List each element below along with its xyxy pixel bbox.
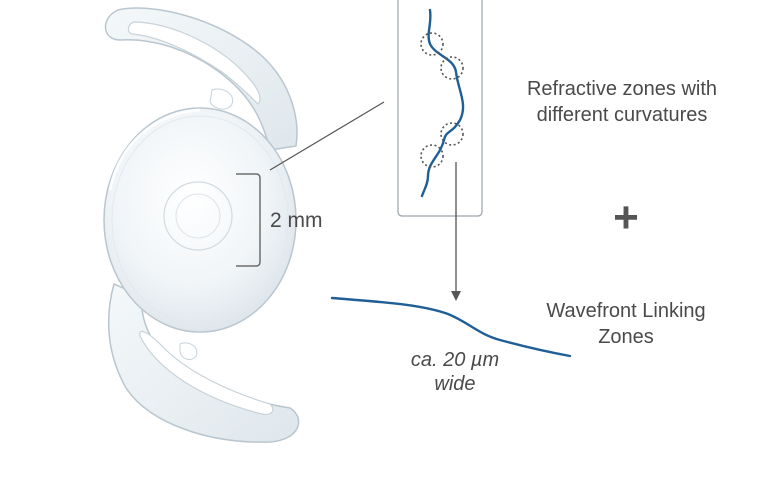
refractive-wave [420,8,465,198]
plus-sign: + [613,193,639,242]
wavefront-label-line-1: Wavefront Linking [546,300,706,322]
zone-circle [440,56,464,80]
refractive-zones-label: Refractive zones with different curvatur… [498,76,746,128]
wavefront-curve [330,296,572,358]
upper-haptic [104,7,298,151]
zoom-box [397,0,483,217]
width-label-line-2: wide [434,373,476,395]
wavefront-linking-label: Wavefront Linking Zones [510,298,742,350]
lens-optic [103,107,297,333]
zone-width-label: ca. 20 µm wide [380,348,530,396]
width-label-line-1: ca. 20 µm [410,349,500,371]
wavefront-label-line-2: Zones [598,326,654,348]
diameter-label: 2 mm [270,209,323,232]
diameter-bracket [236,173,261,267]
refractive-label-line-1: Refractive zones with [526,78,718,100]
down-arrow [451,162,461,301]
zone-circle [420,144,444,168]
zone-circle [420,32,444,56]
leader-line [269,101,385,171]
lower-haptic [107,282,300,443]
zone-circle [440,122,464,146]
refractive-label-line-2: different curvatures [536,104,708,126]
